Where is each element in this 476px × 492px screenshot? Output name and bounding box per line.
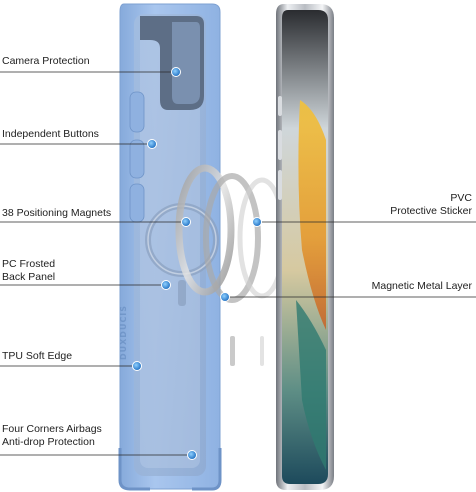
leader-lines xyxy=(0,71,476,456)
magnet-ring-1 xyxy=(175,164,235,296)
magnet-ring-2 xyxy=(203,173,261,303)
frosted-back-panel xyxy=(134,14,206,476)
callout-dot-icon xyxy=(220,292,230,302)
case-button-volume-up xyxy=(129,139,145,179)
callout-dot-icon xyxy=(161,280,171,290)
label-magnetic-metal-layer: Magnetic Metal Layer xyxy=(371,280,472,292)
label-four-corners-airbags: Four Corners Airbags Anti-drop Protectio… xyxy=(2,423,102,448)
label-camera-protection: Camera Protection xyxy=(2,55,90,67)
magnetic-layers xyxy=(175,164,287,366)
case-brand-text: DUXDUCIS xyxy=(119,304,128,360)
label-positioning-magnets: 38 Positioning Magnets xyxy=(2,207,112,219)
callout-dot-icon xyxy=(187,450,197,460)
phone-body xyxy=(276,4,334,490)
callout-dots xyxy=(132,67,262,460)
label-tpu-soft-edge: TPU Soft Edge xyxy=(2,350,73,362)
callout-dot-icon xyxy=(252,217,262,227)
phone-case xyxy=(118,3,222,491)
label-pc-frosted-back-panel: PC Frosted Back Panel xyxy=(2,258,56,283)
callout-dot-icon xyxy=(147,139,157,149)
callout-dot-icon xyxy=(171,67,181,77)
case-button-action xyxy=(129,91,145,133)
callout-dot-icon xyxy=(132,361,142,371)
case-button-volume-down xyxy=(129,183,145,223)
label-independent-buttons: Independent Buttons xyxy=(2,128,99,140)
label-pvc-protective-sticker: PVC Protective Sticker xyxy=(390,192,472,217)
callout-dot-icon xyxy=(181,217,191,227)
